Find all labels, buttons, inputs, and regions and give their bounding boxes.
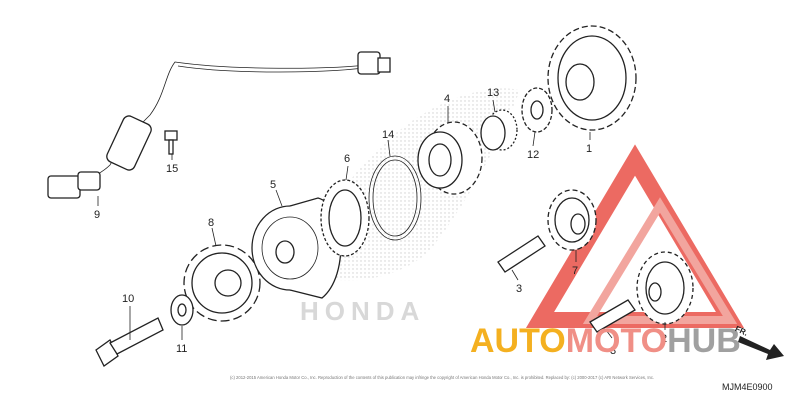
watermark-auto: AUTO: [470, 322, 566, 360]
honda-brand-watermark: HONDA: [300, 296, 425, 326]
front-direction-arrow: FR.: [734, 324, 784, 360]
callout-15: 15: [166, 163, 178, 175]
gear-part-2: [636, 251, 694, 325]
wire-harness-part-9: [47, 51, 391, 199]
svg-text:AUTOMOTOHUB: AUTOMOTOHUB: [470, 322, 741, 360]
washer-part-11: [170, 294, 194, 326]
callout-2: 2: [661, 333, 667, 345]
callout-13: 13: [487, 87, 499, 99]
needle-bearing-part-13: [480, 109, 518, 151]
callout-6: 6: [344, 153, 350, 165]
callout-3-lower: 3: [610, 345, 616, 357]
callout-10: 10: [122, 293, 134, 305]
one-way-clutch-part-6: [320, 179, 370, 257]
bolt-part-15: [164, 130, 178, 155]
callout-14: 14: [382, 129, 394, 141]
copyright-notice: (c) 2012-2015 American Honda Motor Co., …: [230, 375, 654, 380]
callout-8: 8: [208, 217, 214, 229]
sprocket-part-8: [183, 244, 261, 322]
diagram-code: MJM4E0900: [722, 382, 773, 392]
callout-9: 9: [94, 209, 100, 221]
driven-gear-part-4: [417, 121, 483, 195]
snap-ring-part-14: [368, 155, 422, 241]
washer-part-12: [521, 87, 553, 133]
shaft-part-3-upper: [497, 235, 546, 273]
callout-1: 1: [586, 143, 592, 155]
bolt-part-10: [95, 317, 164, 367]
callout-12: 12: [527, 149, 539, 161]
shaft-part-3-lower: [589, 299, 636, 333]
leader-lines: [97, 99, 666, 340]
watermark-hub: HUB: [667, 322, 741, 360]
automotohub-watermark: AUTOMOTOHUB: [470, 322, 741, 360]
callout-11: 11: [176, 343, 187, 355]
callout-7: 7: [572, 265, 578, 277]
callout-5: 5: [270, 179, 276, 191]
idle-gear-part-7: [547, 189, 597, 251]
reduction-gear-part-1: [547, 25, 637, 131]
callout-3-upper: 3: [516, 283, 522, 295]
watermark-moto: MOTO: [566, 322, 667, 360]
callout-4: 4: [444, 93, 450, 105]
